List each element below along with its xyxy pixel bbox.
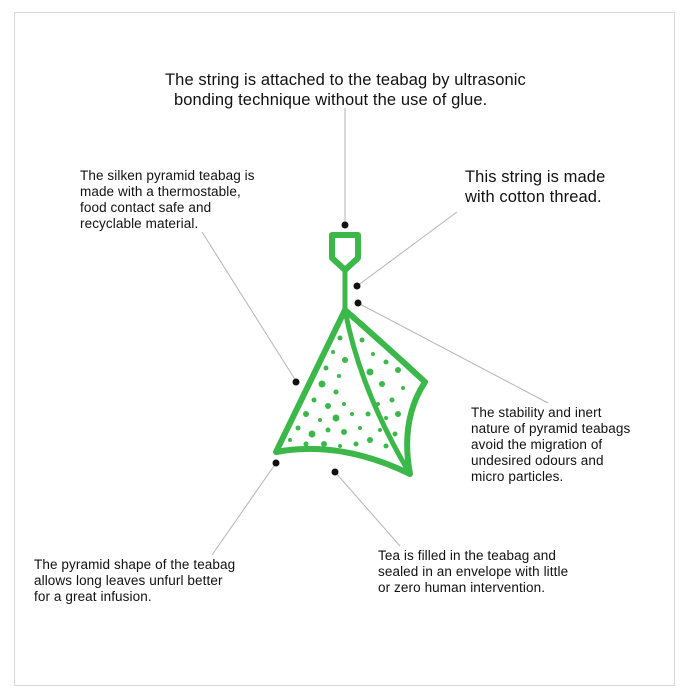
annotation-line: for a great infusion. xyxy=(34,589,152,604)
leader-line-bottom-left xyxy=(211,462,277,556)
leader-line-top-left xyxy=(201,231,297,382)
annotation-line: avoid the migration of xyxy=(471,437,603,452)
annotation-line: Tea is filled in the teabag and xyxy=(378,548,556,563)
annotation-line: This string is made xyxy=(465,168,606,186)
anchor-dot-bottom-left xyxy=(272,459,280,467)
annotation-line: allows long leaves unfurl better xyxy=(34,573,223,588)
annotation-line: or zero human intervention. xyxy=(378,580,546,595)
pyramid-ridge xyxy=(342,309,413,476)
annotation-line: food contact safe and xyxy=(80,200,212,215)
anchor-dot-left xyxy=(292,378,300,386)
annotation-line: The silken pyramid teabag is xyxy=(80,168,255,183)
annotation-line: nature of pyramid teabags xyxy=(471,421,631,436)
annotation-line: The stability and inert xyxy=(471,405,602,420)
leader-line-bottom-right xyxy=(334,471,401,547)
anchor-dot-bottom-right xyxy=(331,468,339,476)
annotation-line: sealed in an envelope with little xyxy=(378,564,569,579)
pyramid-outline xyxy=(273,307,428,477)
leader-line-top-right xyxy=(356,211,458,287)
annotation-line: undesired odours and xyxy=(471,453,604,468)
annotation-string-material: This string is made with cotton thread. xyxy=(465,167,605,207)
annotation-string-attachment: The string is attached to the teabag by … xyxy=(165,70,526,110)
leader-line-right xyxy=(357,302,549,404)
annotation-line: with cotton thread. xyxy=(465,188,602,206)
leader-lines xyxy=(201,108,549,556)
annotation-line: The pyramid shape of the teabag xyxy=(34,557,236,572)
annotation-pyramid-shape: The pyramid shape of the teabag allows l… xyxy=(34,557,235,605)
image-frame xyxy=(14,12,675,686)
annotation-line: recyclable material. xyxy=(80,216,199,231)
tea-particles xyxy=(288,335,405,449)
anchor-dot-top xyxy=(341,221,349,229)
annotation-filling: Tea is filled in the teabag and sealed i… xyxy=(378,548,568,596)
teabag-tag xyxy=(329,232,361,273)
annotation-line: The string is attached to the teabag by … xyxy=(165,71,526,89)
annotation-line: micro particles. xyxy=(471,469,564,484)
annotation-stability: The stability and inert nature of pyrami… xyxy=(471,405,630,485)
annotation-line: bonding technique without the use of glu… xyxy=(174,91,488,109)
anchor-dot-right xyxy=(354,299,362,307)
anchor-dots xyxy=(272,221,362,476)
anchor-dot-string xyxy=(353,282,361,290)
annotation-line: made with a thermostable, xyxy=(80,184,241,199)
annotation-silken-material: The silken pyramid teabag is made with a… xyxy=(80,168,255,232)
